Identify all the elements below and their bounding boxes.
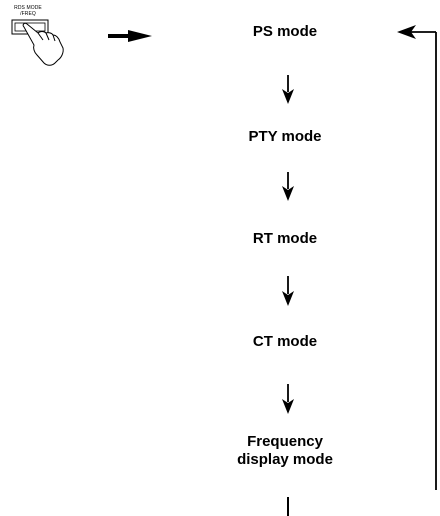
ps-mode-label: PS mode — [252, 23, 318, 40]
ct-mode-label: CT mode — [252, 333, 318, 350]
frequency-label-line1: Frequency — [247, 433, 323, 450]
arrow-ct-to-frequency — [282, 384, 294, 414]
button-to-ps-arrow — [108, 30, 152, 42]
rds-mode-freq-button-label: RDS MODE /FREQ — [8, 5, 48, 17]
button-label-line2: /FREQ — [20, 11, 36, 17]
frequency-display-mode-label: Frequency display mode — [215, 433, 355, 469]
arrow-rt-to-ct — [282, 276, 294, 306]
pty-mode-label: PTY mode — [248, 128, 322, 145]
arrow-ps-to-pty — [282, 75, 294, 104]
return-loop-line — [397, 25, 437, 490]
button-label-line1: RDS MODE — [14, 5, 42, 11]
rt-mode-label: RT mode — [252, 230, 318, 247]
finger-press-icon — [22, 22, 64, 66]
frequency-label-line2: display mode — [237, 451, 333, 468]
arrow-pty-to-rt — [282, 172, 294, 201]
